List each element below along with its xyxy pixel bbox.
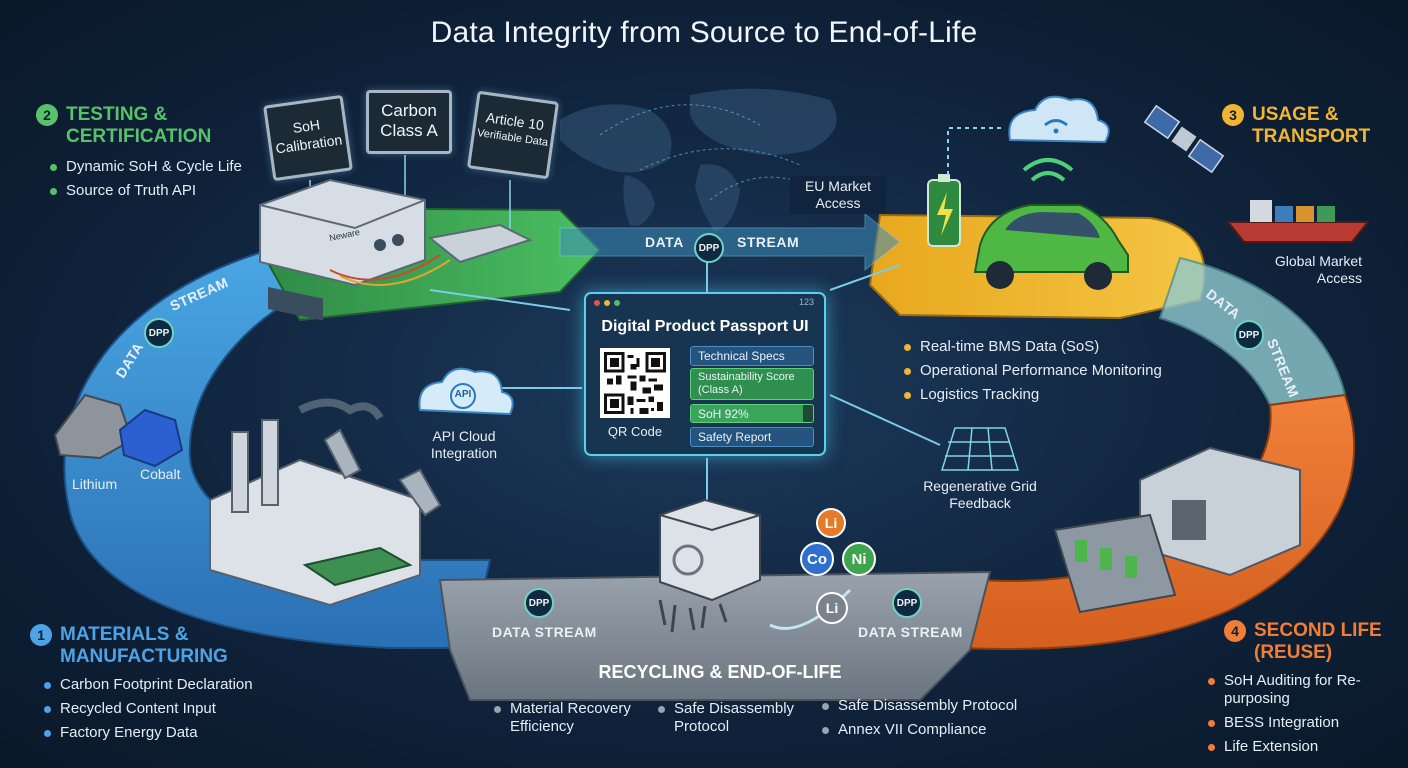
soh-progress-fill — [691, 405, 804, 422]
lithium-recovered-badge: Li — [816, 592, 848, 624]
eu-market-label: EU Market Access — [790, 176, 886, 214]
satellite-icon — [1143, 104, 1225, 174]
soh-calibration-monitor: SoH Calibration — [263, 94, 353, 182]
dpp-badge: DPP — [1234, 320, 1264, 350]
qr-code-icon — [604, 352, 666, 414]
stage-bullet: Safe Disassembly Protocol — [822, 697, 1052, 715]
technical-specs-row[interactable]: Technical Specs — [690, 346, 814, 366]
dpp-badge: DPP — [144, 318, 174, 348]
safety-report-row[interactable]: Safety Report — [690, 427, 814, 447]
qr-code-label: QR Code — [607, 424, 663, 439]
passport-title: Digital Product Passport UI — [601, 318, 809, 335]
stage-title-line2: (REUSE) — [1254, 642, 1333, 663]
panel-corner-label: 123 — [798, 297, 814, 307]
stage-bullet: Safe Disassembly Protocol — [658, 700, 808, 736]
stage-bullet: Recycled Content Input — [44, 700, 253, 718]
stage-bullet: Source of Truth API — [50, 182, 242, 200]
stage-second-life: 4 SECOND LIFE (REUSE) SoH Auditing for R… — [1208, 620, 1388, 762]
cobalt-element-badge: Co — [800, 542, 834, 576]
dpp-badge: DPP — [892, 588, 922, 618]
recycling-bullets-right: Safe Disassembly Protocol Annex VII Comp… — [822, 697, 1052, 745]
test-equipment — [259, 178, 533, 321]
mineral-rocks — [53, 393, 184, 468]
soh-row[interactable]: SoH 92% — [690, 404, 814, 423]
cloud-link — [947, 127, 1005, 175]
lithium-label: Lithium — [72, 476, 118, 492]
stage-testing: 2 TESTING & CERTIFICATION Dynamic SoH & … — [36, 104, 242, 206]
top-stream-data-label: DATA — [645, 234, 684, 250]
top-stream-arrow — [559, 212, 901, 272]
recycling-bullets-left-b: Safe Disassembly Protocol — [658, 700, 808, 742]
stage-bullet: Logistics Tracking — [904, 386, 1162, 404]
lithium-element-badge: Li — [816, 508, 846, 538]
stage-materials: 1 MATERIALS & MANUFACTURING Carbon Footp… — [30, 624, 253, 748]
qr-code[interactable] — [600, 348, 670, 418]
recycling-left-stream-label: DATA STREAM — [492, 624, 597, 640]
stage-title-line1: USAGE & — [1252, 104, 1339, 125]
world-map — [560, 88, 837, 232]
stage-number-badge: 1 — [30, 624, 52, 646]
factory — [209, 398, 442, 607]
recycling-shredder — [658, 498, 761, 633]
stage-number-badge: 4 — [1224, 620, 1246, 642]
dpp-badge: DPP — [694, 233, 724, 263]
stage-bullet: Dynamic SoH & Cycle Life — [50, 158, 242, 176]
cobalt-label: Cobalt — [140, 466, 181, 482]
recycling-right-stream-label: DATA STREAM — [858, 624, 963, 640]
stage-title-line1: SECOND LIFE — [1254, 620, 1382, 641]
stage-bullet: Material Recovery Efficiency — [494, 700, 644, 736]
stage-bullet: Operational Performance Monitoring — [904, 362, 1162, 380]
stage-bullet: SoH Auditing for Re-purposing — [1208, 672, 1388, 708]
battery-storage-units — [1053, 513, 1177, 614]
stage-number-badge: 2 — [36, 104, 58, 126]
cloud-wifi-icon — [1008, 95, 1110, 144]
electric-car — [973, 204, 1129, 290]
stage-title-line1: MATERIALS & — [60, 624, 189, 645]
carbon-class-monitor: Carbon Class A — [366, 90, 452, 154]
cargo-ship — [1225, 200, 1371, 243]
stage-bullet: BESS Integration — [1208, 714, 1388, 732]
nickel-element-badge: Ni — [842, 542, 876, 576]
sustainability-score-row[interactable]: Sustainability Score (Class A) — [690, 368, 814, 400]
dpp-badge: DPP — [524, 588, 554, 618]
stage-title-line2: TRANSPORT — [1252, 126, 1371, 147]
stage-bullet: Carbon Footprint Declaration — [44, 676, 253, 694]
usage-bullets: Real-time BMS Data (SoS) Operational Per… — [904, 338, 1162, 410]
stage-bullet: Annex VII Compliance — [822, 721, 1052, 739]
panel-connectors — [429, 258, 941, 500]
regenerative-grid-label: Regenerative Grid Feedback — [923, 478, 1037, 511]
page-title: Data Integrity from Source to End-of-Lif… — [430, 16, 978, 49]
global-market-label: Global Market Access — [1274, 253, 1362, 286]
stage-usage: 3 USAGE & TRANSPORT — [1222, 104, 1370, 148]
recycling-band — [438, 570, 992, 701]
top-stream-stream-label: STREAM — [737, 234, 800, 250]
article-10-monitor: Article 10 Verifiable Data — [466, 90, 560, 180]
battery-icon — [927, 174, 961, 247]
stage-bullet: Real-time BMS Data (SoS) — [904, 338, 1162, 356]
stage-bullet: Life Extension — [1208, 738, 1388, 756]
stage-bullet: Factory Energy Data — [44, 724, 253, 742]
solar-panel-icon — [940, 427, 1020, 471]
api-badge: API — [454, 389, 472, 400]
window-controls — [594, 300, 620, 306]
api-cloud-icon — [418, 367, 514, 416]
api-cloud-label: API Cloud Integration — [430, 428, 498, 461]
recycling-bullets-left-a: Material Recovery Efficiency — [494, 700, 644, 742]
wifi-signal-icon — [1022, 158, 1074, 182]
stage-title-line2: MANUFACTURING — [60, 646, 228, 667]
stage-title-line1: TESTING & — [66, 104, 168, 125]
recycling-title: RECYCLING & END-OF-LIFE — [598, 662, 842, 682]
digital-product-passport-panel[interactable]: 123 Digital Product Passport UI QR Code … — [584, 292, 826, 456]
materials-arc — [63, 250, 492, 649]
stage-title-line2: CERTIFICATION — [66, 126, 212, 147]
stage-number-badge: 3 — [1222, 104, 1244, 126]
warehouse — [1139, 446, 1301, 577]
